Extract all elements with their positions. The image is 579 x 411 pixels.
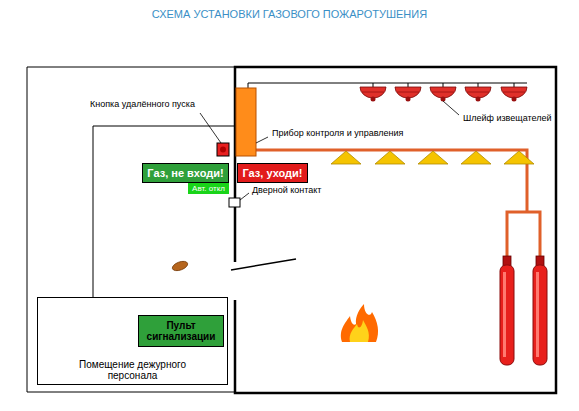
fire: [341, 304, 378, 342]
smoke-detector: [395, 87, 421, 98]
extinguishant-pipe: [512, 216, 535, 268]
gas-cylinder: [503, 272, 506, 357]
smoke-detector: [467, 92, 489, 93]
spray-nozzle: [418, 151, 448, 164]
node-text: Газ, не входи!: [147, 167, 223, 179]
remote-start-button: [220, 147, 226, 153]
smoke-detector: [373, 83, 374, 87]
gas-cylinder: [500, 256, 547, 365]
gas-cylinder: [533, 265, 547, 365]
node-text: Помещение дежурного персонала: [68, 359, 198, 381]
node-text: Авт. откл: [192, 184, 225, 193]
room-box: Помещение дежурного персонала Пульт сигна…: [37, 297, 228, 385]
smoke-detector: [465, 87, 491, 98]
status-indicator: Авт. откл: [188, 183, 229, 194]
smoke-detector: [514, 83, 515, 87]
alarm-panel: Пульт сигнализации: [138, 315, 224, 347]
smoke-detector: [501, 87, 527, 98]
smoke-detector: [441, 97, 446, 102]
smoke-detector: [476, 97, 481, 102]
door-contact: [229, 198, 240, 207]
gas-cylinder: [500, 265, 514, 365]
smoke-detector: [406, 97, 411, 102]
remote-start-button: [217, 143, 229, 156]
hand-object: [171, 260, 189, 273]
smoke-detector: [362, 92, 384, 93]
building-walls: [27, 67, 556, 393]
smoke-detector: [371, 97, 376, 102]
hand-object: [171, 260, 189, 273]
smoke-detector: [360, 83, 527, 102]
smoke-detector: [503, 92, 525, 93]
leader-line: [256, 137, 268, 143]
fire: [341, 304, 378, 342]
signal-wire: [93, 126, 236, 302]
callout-label: Прибор контроля и управления: [272, 128, 403, 139]
smoke-detector: [478, 83, 479, 87]
fire: [350, 320, 369, 342]
remote-start-button: [217, 143, 229, 156]
callout-label: Дверной контакт: [252, 185, 322, 196]
control-device: [236, 88, 256, 156]
leader-line: [200, 101, 459, 200]
building-walls: [235, 67, 556, 393]
spray-nozzle: [331, 151, 534, 164]
signal-wire: [93, 83, 527, 302]
smoke-detector: [408, 83, 409, 87]
leader-line: [443, 101, 459, 115]
control-device: [236, 88, 256, 156]
callout-label: Кнопка удалённого пуска: [90, 99, 195, 110]
warning-sign: Газ, не входи!: [142, 163, 229, 183]
building-walls: [27, 67, 235, 392]
spray-nozzle: [331, 151, 361, 164]
smoke-detector: [360, 87, 386, 98]
spray-nozzle: [504, 151, 534, 164]
building-walls: [231, 259, 296, 270]
smoke-detector: [430, 87, 456, 98]
leader-line: [240, 193, 249, 200]
warning-sign: Газ, уходи!: [237, 163, 308, 183]
diagram-title: СХЕМА УСТАНОВКИ ГАЗОВОГО ПОЖАРОТУШЕНИЯ: [0, 8, 579, 20]
door-contact: [229, 198, 240, 207]
smoke-detector: [432, 92, 454, 93]
smoke-detector: [397, 92, 419, 93]
smoke-detector: [512, 97, 517, 102]
spray-nozzle: [461, 151, 491, 164]
gas-cylinder: [536, 272, 539, 357]
node-text: Пульт сигнализации: [143, 320, 219, 342]
leader-line: [200, 113, 221, 143]
callout-label: Шлейф извещателей: [463, 113, 552, 124]
spray-nozzle: [375, 151, 405, 164]
node-text: Газ, уходи!: [242, 167, 302, 179]
smoke-detector: [443, 83, 444, 87]
